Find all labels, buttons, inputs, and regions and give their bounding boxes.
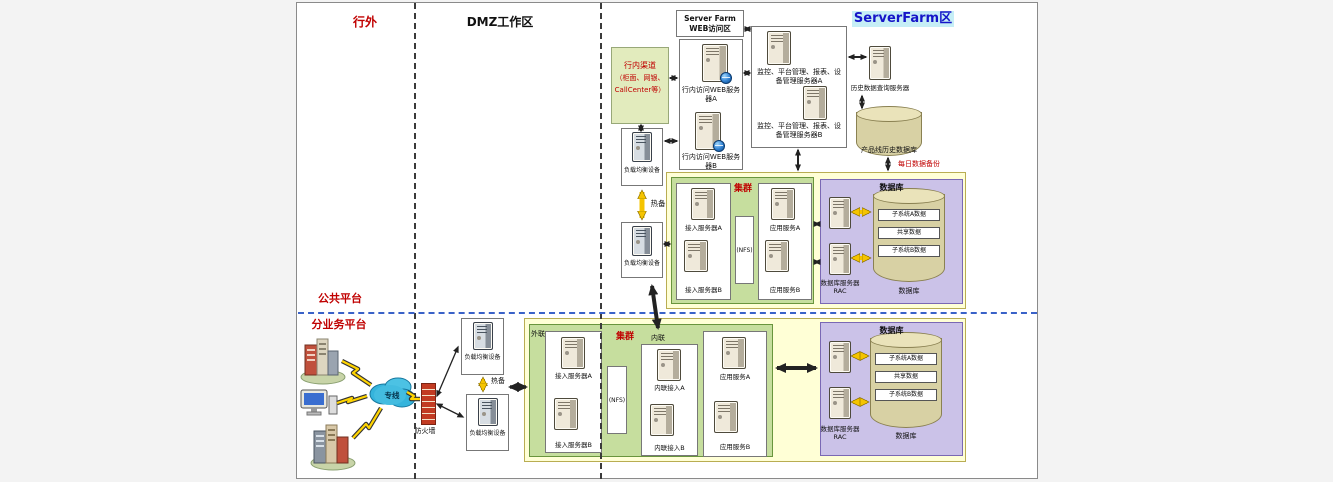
divider-outside-dmz [414, 3, 416, 479]
lower-db-server-2-icon [829, 387, 851, 419]
upper-access-server-a-label: 接入服务器A [685, 224, 722, 232]
hot-standby-label-upper: 热备 [650, 199, 666, 208]
mgmt-server-b-label: 监控、平台管理、报表、设备管理服务器B [757, 122, 841, 139]
lower-nfs-label: (NFS) [608, 396, 626, 404]
load-balancer-4-label: 负载均衡设备 [469, 430, 506, 437]
label-public-platform: 公共平台 [318, 292, 362, 305]
upper-db-cylinder: 子系统A数据 共享数据 子系统B数据 [873, 188, 945, 282]
upper-db-server-1-icon [829, 197, 851, 229]
lower-db-rac-line1: 数据库服务器 [820, 425, 860, 433]
upper-cluster-title: 集群 [733, 184, 752, 194]
internal-label: 内联 [651, 334, 665, 342]
mgmt-server-a-label: 监控、平台管理、报表、设备管理服务器A [757, 68, 841, 85]
upper-db-band-shared: 共享数据 [878, 227, 940, 239]
upper-app-server-b-icon [765, 240, 789, 272]
lower-app-server-a-label: 应用服务A [719, 373, 751, 381]
mgmt-server-a-icon [767, 31, 791, 65]
lower-cluster-title: 集群 [615, 332, 634, 342]
webzone-title-line2: WEB访问区 [689, 24, 731, 33]
city-buildings-icon [300, 338, 346, 385]
web-server-b-icon [695, 112, 725, 152]
load-balancer-2-label: 负载均衡设备 [623, 260, 660, 267]
upper-app-server-a-label: 应用服务A [769, 224, 801, 232]
upper-access-server-a-icon [691, 188, 715, 220]
globe-icon [720, 72, 732, 84]
workstation-icon [300, 389, 338, 416]
lower-access-server-a-icon [561, 337, 585, 369]
lower-db-rac-line2: RAC [833, 433, 847, 442]
lower-internal-a-label: 内联接入A [654, 384, 685, 392]
lower-db-cylinder-label: 数据库 [895, 432, 917, 440]
firewall-icon [421, 383, 436, 425]
channel-line3: CallCenter等） [614, 85, 666, 94]
history-db-label: 产品线历史数据库 [861, 146, 917, 154]
upper-app-server-b-label: 应用服务B [769, 286, 801, 294]
lower-db-band-b: 子系统B数据 [875, 389, 937, 401]
zone-label-outside: 行外 [352, 15, 377, 29]
city-buildings-2-icon [310, 424, 356, 471]
load-balancer-1-label: 负载均衡设备 [623, 167, 660, 174]
upper-db-rac-line1: 数据库服务器 [820, 279, 860, 287]
lower-nfs-box: (NFS) [607, 366, 627, 434]
lower-app-server-a-icon [722, 337, 746, 369]
upper-access-server-b-label: 接入服务器B [685, 286, 722, 294]
lower-internal-b-label: 内联接入B [654, 444, 685, 452]
lower-db-cylinder: 子系统A数据 共享数据 子系统B数据 [870, 332, 942, 428]
lower-internal-a-icon [657, 349, 681, 381]
lower-db-rac-label: 数据库服务器 RAC [814, 425, 866, 441]
divider-public-subbusiness [298, 312, 1037, 314]
upper-nfs-label: (NFS) [736, 246, 753, 254]
lower-access-server-b-icon [554, 398, 578, 430]
lower-db-band-a: 子系统A数据 [875, 353, 937, 365]
upper-db-rac-line2: RAC [833, 287, 847, 296]
upper-db-server-2-icon [829, 243, 851, 275]
web-server-a-icon [702, 44, 732, 84]
load-balancer-1-icon [632, 132, 652, 162]
load-balancer-3-label: 负载均衡设备 [464, 354, 501, 361]
lower-app-server-b-icon [714, 401, 738, 433]
label-sub-business-platform: 分业务平台 [311, 318, 367, 331]
lower-db-server-1-icon [829, 341, 851, 373]
upper-db-band-a: 子系统A数据 [878, 209, 940, 221]
lower-access-server-a-label: 接入服务器A [555, 372, 592, 380]
channel-line1: 行内渠道 [624, 61, 656, 70]
upper-db-title: 数据库 [879, 183, 904, 192]
upper-db-band-b: 子系统B数据 [878, 245, 940, 257]
history-db-cylinder [856, 106, 922, 156]
webzone-title-box: Server Farm WEB访问区 [676, 10, 744, 37]
webzone-title-line1: Server Farm [684, 14, 736, 23]
zone-label-dmz: DMZ工作区 [466, 15, 534, 29]
daily-backup-label: 每日数据备份 [898, 160, 940, 168]
channel-line2: （柜面、网银、 [615, 73, 665, 82]
divider-dmz-serverfarm [600, 3, 602, 479]
lower-db-band-shared: 共享数据 [875, 371, 937, 383]
upper-nfs-box: (NFS) [735, 216, 754, 284]
channel-box: 行内渠道 （柜面、网银、 CallCenter等） [611, 47, 669, 124]
lower-app-server-b-label: 应用服务B [719, 443, 751, 451]
zone-label-serverfarm: ServerFarm区 [852, 11, 954, 28]
lower-access-server-b-label: 接入服务器B [555, 441, 592, 449]
external-label: 外联 [531, 330, 545, 338]
load-balancer-2-icon [632, 226, 652, 256]
upper-db-cylinder-label: 数据库 [898, 287, 920, 295]
history-query-server-label: 历史数据查询服务器 [850, 84, 910, 92]
lower-db-title: 数据库 [879, 326, 904, 335]
web-server-b-label: 行内访问WEB服务器B [681, 153, 741, 170]
hot-standby-label-lower: 热备 [491, 377, 505, 385]
firewall-label: 防火墙 [414, 427, 436, 435]
load-balancer-4-icon [478, 398, 498, 426]
upper-db-rac-label: 数据库服务器 RAC [814, 279, 866, 295]
upper-app-server-a-icon [771, 188, 795, 220]
history-query-server-icon [869, 46, 891, 80]
mgmt-server-b-icon [803, 86, 827, 120]
web-server-a-label: 行内访问WEB服务器A [681, 86, 741, 103]
upper-access-server-b-icon [684, 240, 708, 272]
globe-icon [713, 140, 725, 152]
load-balancer-3-icon [473, 322, 493, 350]
lower-internal-b-icon [650, 404, 674, 436]
leased-line-label: 专线 [384, 391, 400, 400]
